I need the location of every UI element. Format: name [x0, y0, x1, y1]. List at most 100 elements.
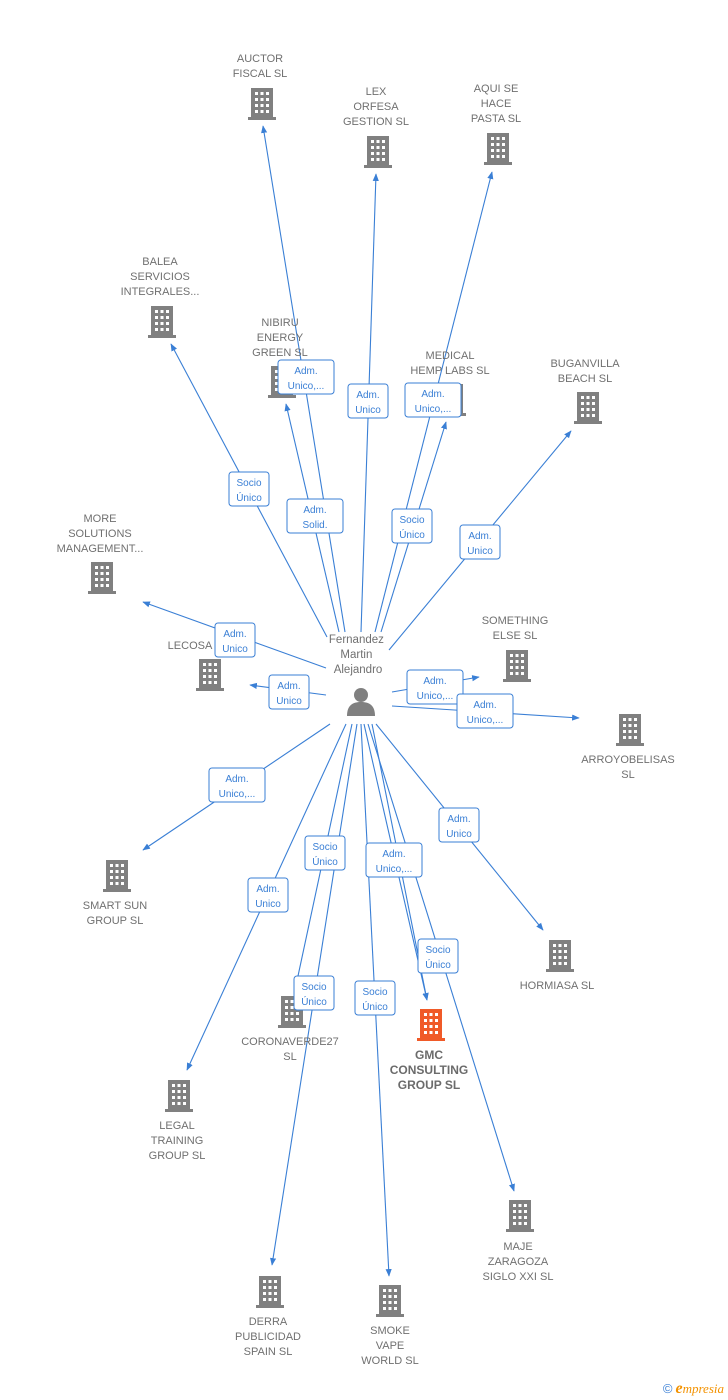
- company-name: LECOSA: [168, 640, 213, 652]
- footer-brand: ©empresia: [663, 1380, 724, 1398]
- edge-label-text: Adm.Unico,...: [376, 849, 413, 875]
- brand-initial: e: [675, 1380, 683, 1397]
- building-icon: [196, 659, 224, 691]
- building-icon: [506, 1200, 534, 1232]
- edge-label-buganvilla[interactable]: Adm.Unico: [459, 524, 501, 560]
- building-icon: [574, 392, 602, 424]
- building-icon: [103, 860, 131, 892]
- edge-label-text: Adm.Unico,...: [415, 389, 452, 415]
- brand-name: mpresia: [682, 1381, 724, 1396]
- building-icon: [503, 650, 531, 682]
- building-icon: [484, 133, 512, 165]
- building-icon: [148, 306, 176, 338]
- edge-label-gmc[interactable]: Adm.Unico,...: [365, 842, 423, 878]
- person-name: Fernandez Martin Alejandro: [329, 634, 387, 676]
- edge-label-hormiasa[interactable]: Adm.Unico: [438, 807, 480, 843]
- edge-label-text: Adm.Solid.: [302, 505, 327, 531]
- edge-label-text: Adm.Unico,...: [417, 676, 454, 702]
- edge-label-more[interactable]: Adm.Unico: [214, 622, 256, 658]
- edge-label-text: Adm.Unico: [467, 531, 493, 557]
- building-icon: [417, 1009, 445, 1041]
- building-icon: [376, 1285, 404, 1317]
- edge-label-text: Adm.Unico,...: [467, 700, 504, 726]
- edge-label-text: Adm.Unico: [355, 390, 381, 416]
- edge-label-aqui[interactable]: Adm.Unico,...: [404, 382, 462, 418]
- edge-label-lex[interactable]: Adm.Unico: [347, 383, 389, 419]
- building-icon: [256, 1276, 284, 1308]
- building-icon: [616, 714, 644, 746]
- building-icon: [248, 88, 276, 120]
- company-node-lecosa[interactable]: LECOSA: [168, 640, 224, 691]
- building-icon: [88, 562, 116, 594]
- building-icon: [364, 136, 392, 168]
- edge-label-text: Adm.Unico: [255, 884, 281, 910]
- building-icon: [546, 940, 574, 972]
- edge-label-text: Adm.Unico: [446, 814, 472, 840]
- edge-label-text: Adm.Unico,...: [288, 366, 325, 392]
- edge-label-text: Adm.Unico: [222, 629, 248, 655]
- edge-labels-layer: Adm.Unico,...Adm.UnicoAdm.Unico,...Socio…: [208, 359, 514, 1016]
- building-icon: [165, 1080, 193, 1112]
- company-node-hormiasa[interactable]: HORMIASA SL: [520, 940, 595, 992]
- edge-label-nibiru[interactable]: Adm.Solid.: [286, 498, 344, 534]
- edge-label-smartsun[interactable]: Adm.Unico,...: [208, 767, 266, 803]
- edge-label-legal[interactable]: Adm.Unico: [247, 877, 289, 913]
- copyright-symbol: ©: [662, 1381, 673, 1396]
- edge-label-auctor[interactable]: Adm.Unico,...: [277, 359, 335, 395]
- edge-label-text: Adm.Unico: [276, 681, 302, 707]
- edge-label-something[interactable]: Adm.Unico,...: [406, 669, 464, 705]
- edge-label-text: Adm.Unico,...: [219, 774, 256, 800]
- edge-label-lecosa[interactable]: Adm.Unico: [268, 674, 310, 710]
- center-person[interactable]: Fernandez Martin Alejandro: [329, 634, 387, 716]
- company-name: HORMIASA SL: [520, 980, 595, 992]
- edge-label-arroyo[interactable]: Adm.Unico,...: [456, 693, 514, 729]
